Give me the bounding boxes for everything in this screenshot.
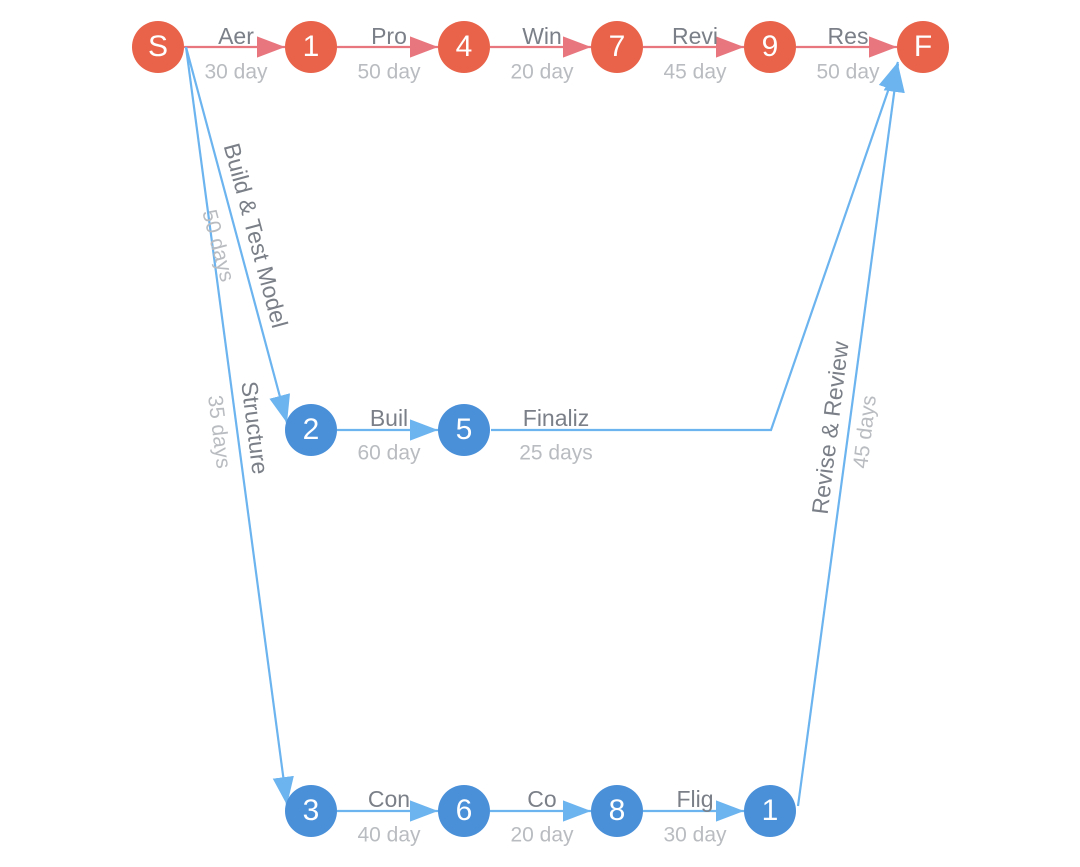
node-circle	[438, 21, 490, 73]
node-circle	[591, 785, 643, 837]
edge-task-label: Flig	[676, 786, 713, 812]
node-label: 9	[762, 30, 779, 63]
edge-task-label: Finaliz	[523, 405, 589, 431]
node-label: 3	[303, 794, 320, 827]
edge-task-label: Aer	[218, 23, 254, 49]
node-S: S	[132, 21, 184, 73]
edge-duration-label: 60 day	[357, 442, 421, 465]
node-n6: 6	[438, 785, 490, 837]
edge-duration-label: 45 days	[849, 394, 881, 470]
node-n5: 5	[438, 404, 490, 456]
node-label: 5	[456, 413, 473, 446]
node-n1: 1	[285, 21, 337, 73]
edge-duration-label: 40 day	[357, 824, 421, 847]
node-circle	[285, 404, 337, 456]
edge-S-n2	[184, 46, 291, 424]
edge-task-label: Revi	[672, 23, 718, 49]
edge-task-label: Build & Test Model	[219, 140, 293, 330]
node-n1b: 1	[744, 785, 796, 837]
node-circle	[744, 21, 796, 73]
edge-task-label: Res	[828, 23, 869, 49]
node-label: 7	[609, 30, 626, 63]
edges-layer	[184, 36, 905, 822]
node-n9: 9	[744, 21, 796, 73]
node-n3: 3	[285, 785, 337, 837]
node-circle	[591, 21, 643, 73]
edge-task-label: Co	[527, 786, 556, 812]
node-n4: 4	[438, 21, 490, 73]
edge-task-label: Win	[522, 23, 562, 49]
node-circle	[897, 21, 949, 73]
edge-duration-label: 20 day	[510, 824, 574, 847]
edge-n5-F	[491, 61, 900, 432]
node-F: F	[897, 21, 949, 73]
node-circle	[285, 785, 337, 837]
edge-duration-label: 50 day	[816, 61, 880, 84]
edge-S-n3	[184, 46, 294, 806]
nodes-layer: S 1 4 7 9 F 2 5 3 6 8 1	[132, 21, 949, 837]
node-label: 6	[456, 794, 473, 827]
node-label: 1	[762, 794, 779, 827]
edge-task-label: Pro	[371, 23, 407, 49]
edge-duration-label: 30 day	[204, 61, 268, 84]
node-n2: 2	[285, 404, 337, 456]
node-label: S	[148, 30, 168, 63]
node-circle	[285, 21, 337, 73]
edge-duration-label: 35 days	[203, 394, 235, 470]
node-label: 8	[609, 794, 626, 827]
edge-n1b-F	[796, 63, 905, 807]
edge-task-label: Buil	[370, 405, 408, 431]
node-n7: 7	[591, 21, 643, 73]
node-label: F	[914, 30, 932, 63]
edge-duration-label: 20 day	[510, 61, 574, 84]
node-circle	[438, 785, 490, 837]
edge-duration-label: 50 day	[357, 61, 421, 84]
edge-task-label: Con	[368, 786, 410, 812]
node-n8: 8	[591, 785, 643, 837]
edge-duration-label: 25 days	[519, 442, 593, 465]
edge-duration-label: 30 day	[663, 824, 727, 847]
node-label: 4	[456, 30, 473, 63]
node-circle	[744, 785, 796, 837]
node-label: 2	[303, 413, 320, 446]
node-circle	[438, 404, 490, 456]
node-circle	[132, 21, 184, 73]
node-label: 1	[303, 30, 320, 63]
edge-duration-label: 45 day	[663, 61, 727, 84]
edge-task-label: Revise & Review	[807, 340, 854, 516]
